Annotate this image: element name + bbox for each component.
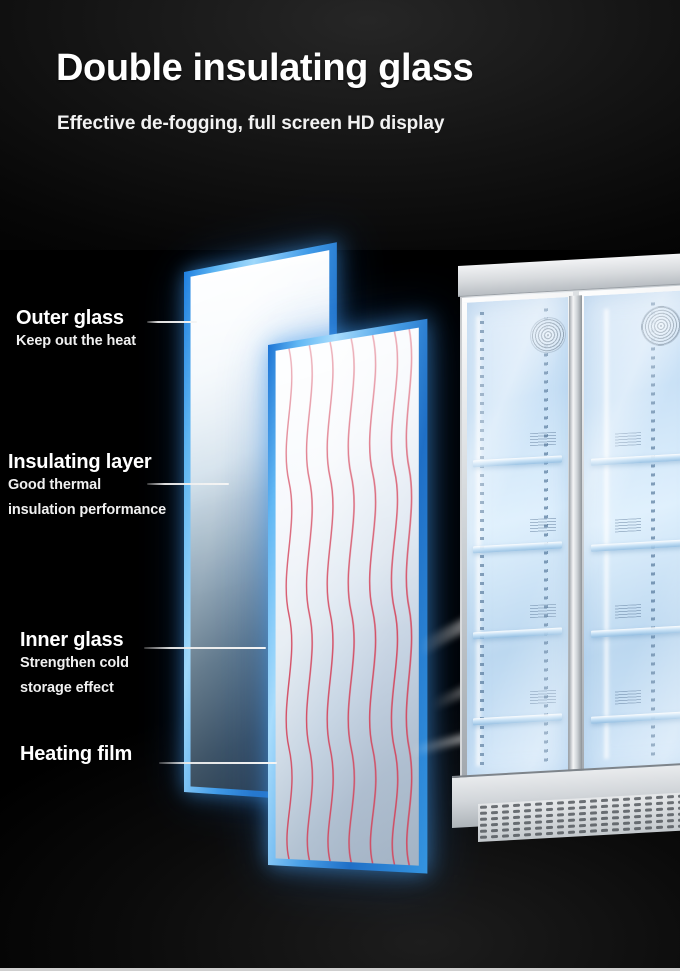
callout-heading: Inner glass [20, 629, 124, 651]
heating-film-icon [276, 328, 419, 866]
fridge-shelf [473, 455, 562, 468]
fridge-door-right[interactable] [578, 284, 680, 780]
shelf-label [614, 603, 641, 619]
callout-insulating-layer: Insulating layer Good thermal insulation… [8, 452, 166, 524]
shelf-rail [480, 311, 485, 766]
ceiling-fan-icon [529, 316, 566, 355]
callout-description-line: storage effect [20, 680, 114, 697]
ceiling-fan-icon [641, 305, 680, 348]
fridge-interior-right [584, 290, 680, 775]
fridge-shelf [473, 627, 562, 640]
fridge-shelf [473, 713, 562, 726]
callout-description-line: Keep out the heat [16, 333, 136, 349]
shelf-label [529, 689, 556, 705]
fridge-interior-left [467, 297, 568, 781]
fridge-center-mullion [569, 295, 582, 780]
interior-lamp [603, 309, 611, 759]
shelf-label [614, 689, 641, 705]
callout-heading: Heating film [20, 743, 133, 765]
leader-line-insulating-layer [147, 483, 229, 485]
leader-line-outer-glass [147, 321, 197, 323]
callout-description-line: insulation performance [8, 502, 167, 519]
shelf-label [614, 517, 641, 533]
callout-heading: Insulating layer [8, 451, 152, 473]
shelf-label [529, 603, 556, 619]
callout-heating-film: Heating film [20, 744, 132, 765]
callout-description-line: Strengthen cold [20, 655, 129, 671]
leader-line-heating-film [159, 762, 277, 764]
grille-slots-icon [480, 794, 680, 839]
shelf-label [529, 431, 556, 447]
inner-glass-pane [268, 318, 428, 874]
shelf-rail [650, 301, 655, 757]
background-top-panel [0, 0, 680, 256]
page-title: Double insulating glass [56, 47, 474, 89]
ventilation-grille [478, 790, 680, 842]
page-subtitle: Effective de-fogging, full screen HD dis… [57, 113, 445, 134]
fridge-door-left[interactable] [462, 291, 573, 786]
shelf-label [614, 431, 641, 447]
bottom-divider [0, 968, 680, 971]
callout-inner-glass: Inner glass Strengthen cold storage effe… [20, 630, 129, 702]
callout-description-line: Good thermal [8, 477, 102, 493]
inner-pane-surface [275, 327, 419, 866]
glass-panel-illustration [150, 242, 660, 874]
callout-outer-glass: Outer glass Keep out the heat [16, 308, 136, 354]
refrigerator-product-photo [452, 252, 680, 852]
shelf-label [529, 517, 556, 533]
fridge-shelf [473, 541, 562, 554]
leader-line-inner-glass [144, 647, 266, 649]
callout-heading: Outer glass [16, 307, 124, 329]
